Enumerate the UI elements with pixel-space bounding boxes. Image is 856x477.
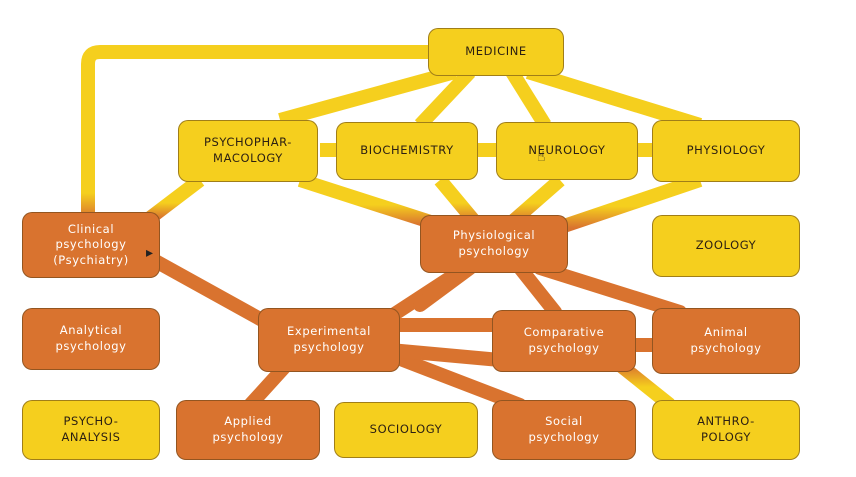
node-physiology-label: PHYSIOLOGY [686, 143, 766, 158]
node-clinical-psychology: Clinical psychology (Psychiatry) [22, 212, 160, 278]
node-biochemistry: BIOCHEMISTRY [336, 122, 478, 180]
node-sociology-label: SOCIOLOGY [369, 422, 443, 437]
node-medicine-label: MEDICINE [465, 44, 527, 59]
node-zoology-label: ZOOLOGY [695, 238, 757, 253]
node-clinical-psychology-label: Clinical psychology (Psychiatry) [53, 221, 129, 267]
node-medicine: MEDICINE [428, 28, 564, 76]
node-zoology: ZOOLOGY [652, 215, 800, 277]
node-physiological-psychology-label: Physiological psychology [452, 228, 536, 258]
node-applied-psychology-label: Applied psychology [212, 414, 284, 444]
node-psychopharmacology: PSYCHOPHAR- MACOLOGY [178, 120, 318, 182]
node-physiological-psychology: Physiological psychology [420, 215, 568, 273]
node-comparative-psychology: Comparative psychology [492, 310, 636, 372]
node-anthropology: ANTHRO- POLOGY [652, 400, 800, 460]
arrow-cursor-icon: ▸ [146, 245, 154, 261]
node-comparative-psychology-label: Comparative psychology [523, 325, 605, 355]
node-biochemistry-label: BIOCHEMISTRY [360, 143, 454, 158]
node-analytical-psychology-label: Analytical psychology [55, 323, 127, 353]
hand-cursor-icon: ☝ [537, 149, 546, 165]
node-social-psychology-label: Social psychology [528, 414, 600, 444]
node-applied-psychology: Applied psychology [176, 400, 320, 460]
node-experimental-psychology: Experimental psychology [258, 308, 400, 372]
node-analytical-psychology: Analytical psychology [22, 308, 160, 370]
node-experimental-psychology-label: Experimental psychology [287, 324, 371, 354]
node-animal-psychology-label: Animal psychology [690, 325, 762, 355]
node-sociology: SOCIOLOGY [334, 402, 478, 458]
node-neurology-label: NEUROLOGY [528, 143, 606, 158]
node-animal-psychology: Animal psychology [652, 308, 800, 374]
node-neurology: NEUROLOGY [496, 122, 638, 180]
node-psychoanalysis: PSYCHO- ANALYSIS [22, 400, 160, 460]
node-psychoanalysis-label: PSYCHO- ANALYSIS [61, 414, 121, 444]
node-social-psychology: Social psychology [492, 400, 636, 460]
node-anthropology-label: ANTHRO- POLOGY [697, 414, 755, 444]
node-physiology: PHYSIOLOGY [652, 120, 800, 182]
node-psychopharmacology-label: PSYCHOPHAR- MACOLOGY [203, 135, 293, 165]
